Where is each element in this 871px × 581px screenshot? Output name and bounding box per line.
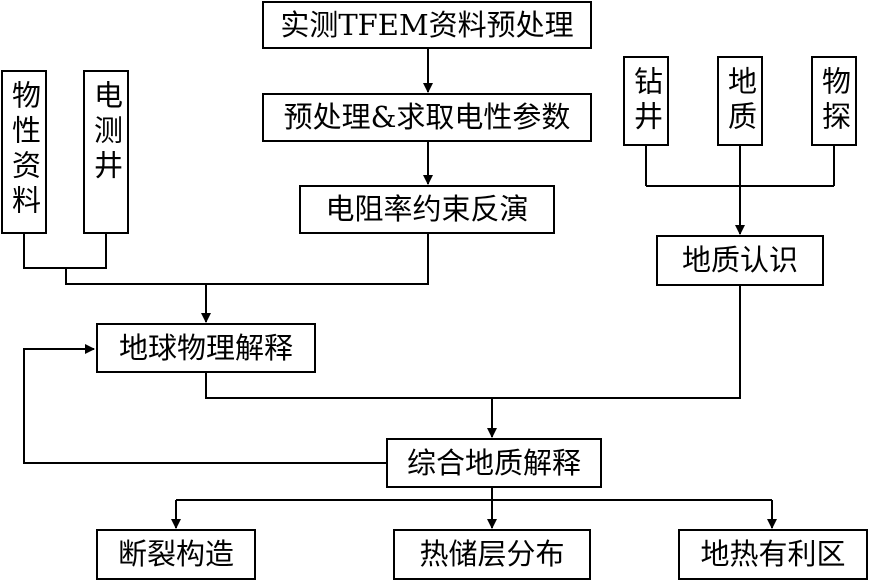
node-geophysical-exploration: 物探 — [811, 56, 857, 146]
node-geological-knowledge: 地质认识 — [656, 235, 824, 286]
node-geophysical-exploration-label: 物探 — [817, 66, 852, 136]
node-geothermal-favorable-zone: 地热有利区 — [678, 529, 868, 580]
node-drilling: 钻井 — [623, 56, 669, 146]
node-integrated-interpretation: 综合地质解释 — [386, 438, 602, 488]
line-geophysical-interp-to-join — [205, 286, 741, 399]
arrow-feedback-loop — [23, 344, 386, 464]
node-physical-data-label: 物性资料 — [7, 80, 42, 220]
line-merge-to-join — [65, 234, 429, 285]
node-electrical-logging-label: 电测井 — [89, 80, 124, 185]
node-physical-data: 物性资料 — [1, 70, 47, 234]
line-physical-logging-merge — [23, 233, 107, 269]
node-resistivity-inversion: 电阻率约束反演 — [299, 185, 555, 234]
node-geology-label: 地质 — [723, 66, 758, 136]
node-geophysical-interpretation: 地球物理解释 — [96, 323, 316, 373]
node-fault-structure: 断裂构造 — [96, 529, 256, 580]
node-reservoir-distribution: 热储层分布 — [393, 529, 591, 580]
node-electrical-logging: 电测井 — [83, 70, 129, 234]
node-drilling-label: 钻井 — [629, 66, 664, 136]
node-tfem-preprocess: 实测TFEM资料预处理 — [262, 1, 592, 49]
node-geology: 地质 — [717, 56, 763, 146]
node-electrical-params: 预处理&求取电性参数 — [262, 93, 592, 142]
